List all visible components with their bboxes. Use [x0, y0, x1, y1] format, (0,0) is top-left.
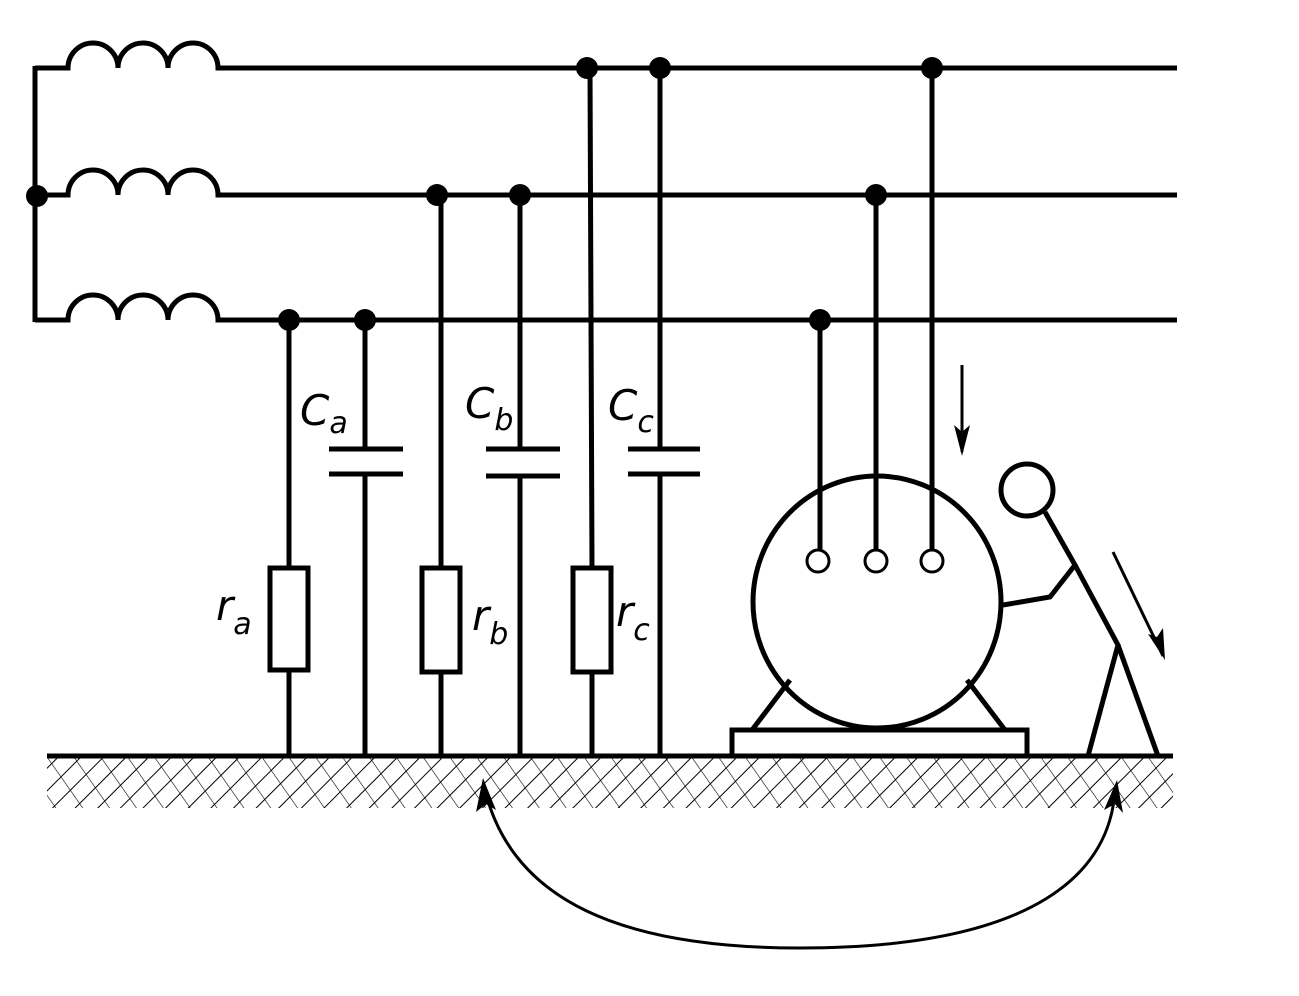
- winding-phase-3: [35, 292, 221, 323]
- label-cb: Cb: [465, 379, 513, 438]
- winding-phase-1: [35, 40, 221, 71]
- motor: [729, 68, 1030, 759]
- resistor-rc: [570, 565, 614, 675]
- return-current-path: [476, 778, 1123, 950]
- person-arm: [1002, 510, 1078, 608]
- down-arrow-icon: [954, 425, 970, 456]
- person-head: [998, 461, 1056, 519]
- node: [426, 184, 448, 206]
- person-leg: [1115, 644, 1161, 757]
- star-point-node: [26, 185, 48, 207]
- capacitor-branch-b: [486, 195, 560, 756]
- motor-terminal-1: [805, 548, 831, 574]
- person-body: [1072, 563, 1121, 757]
- arrow-up-left-icon: [476, 778, 496, 812]
- arrow-up-right-icon: [1104, 780, 1123, 813]
- motor-leg-right: [965, 678, 1007, 732]
- diagonal-arrow-icon: [1148, 628, 1165, 660]
- label-ca: Ca: [300, 386, 348, 441]
- motor-terminal-2: [863, 548, 889, 574]
- component-labels: Ca Cb Cc ra rb rc: [216, 379, 654, 652]
- resistor-branch-a: [267, 320, 311, 756]
- resistor-branch-b: [419, 195, 463, 756]
- capacitor-branch-c: [628, 68, 700, 756]
- resistor-rb: [419, 565, 463, 675]
- capacitor-branch-a: [329, 320, 403, 756]
- motor-terminal-3: [919, 548, 945, 574]
- phase-lines: [218, 65, 1177, 323]
- label-rc: rc: [616, 587, 650, 648]
- ground: [47, 753, 1173, 808]
- resistor-branch-c: [570, 67, 614, 756]
- resistor-ra: [267, 565, 311, 673]
- motor-base: [729, 727, 1030, 759]
- node: [576, 57, 598, 79]
- generator-windings: [26, 40, 221, 323]
- label-cc: Cc: [608, 381, 654, 440]
- label-rb: rb: [472, 591, 508, 652]
- current-arrows: [954, 365, 1165, 660]
- label-ra: ra: [216, 581, 252, 642]
- person-figure: [998, 461, 1161, 757]
- winding-phase-2: [35, 167, 221, 198]
